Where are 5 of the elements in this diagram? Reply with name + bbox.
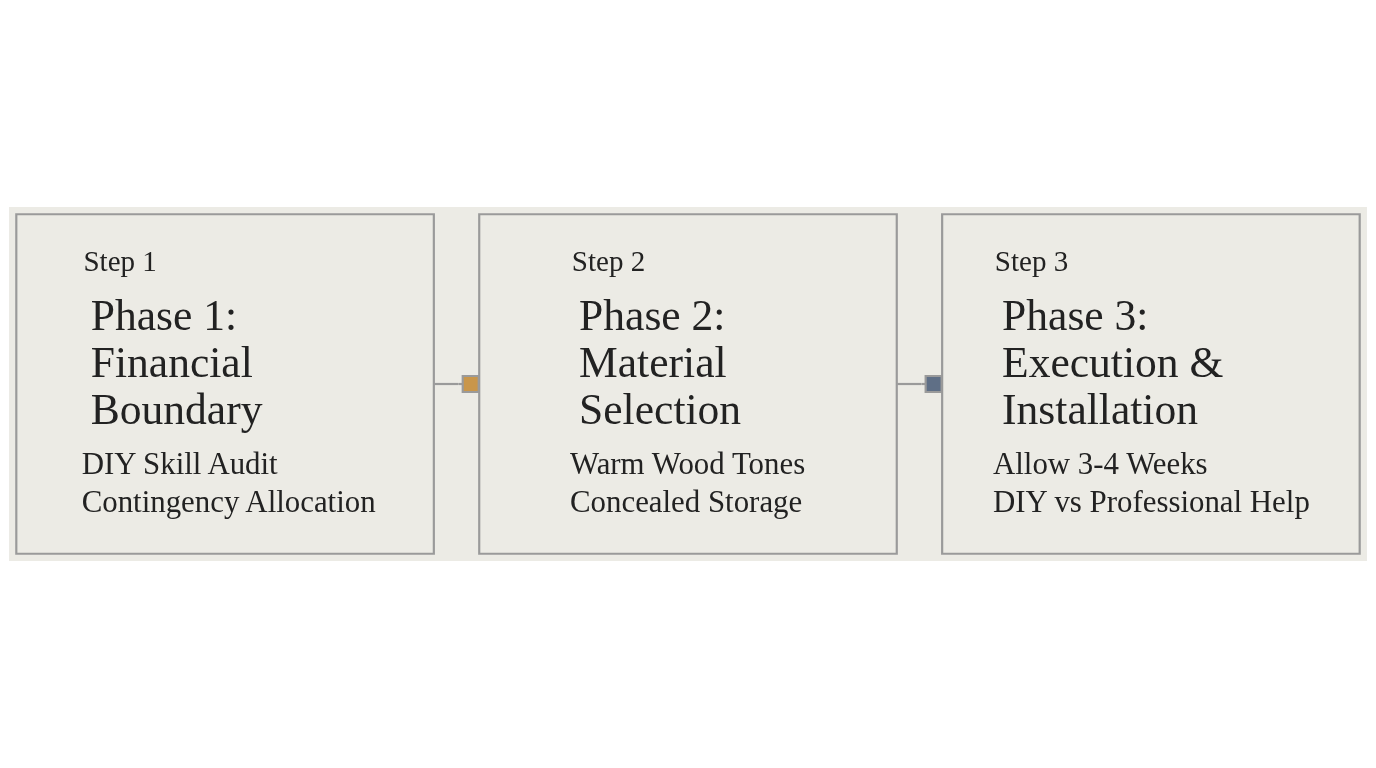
connector	[434, 374, 480, 394]
node-box: Step 3 Phase 3: Execution & Installation Allow 3-4 Weeks DIY vs Professional Help	[941, 213, 1361, 555]
node-box: Step 1 Phase 1: Financial Boundary DIY Skill Audit Contingency Allocation	[15, 213, 435, 555]
node-box: Step 2 Phase 2: Material Selection Warm Wood Tones Concealed Storage	[478, 213, 898, 555]
connector	[897, 374, 943, 394]
